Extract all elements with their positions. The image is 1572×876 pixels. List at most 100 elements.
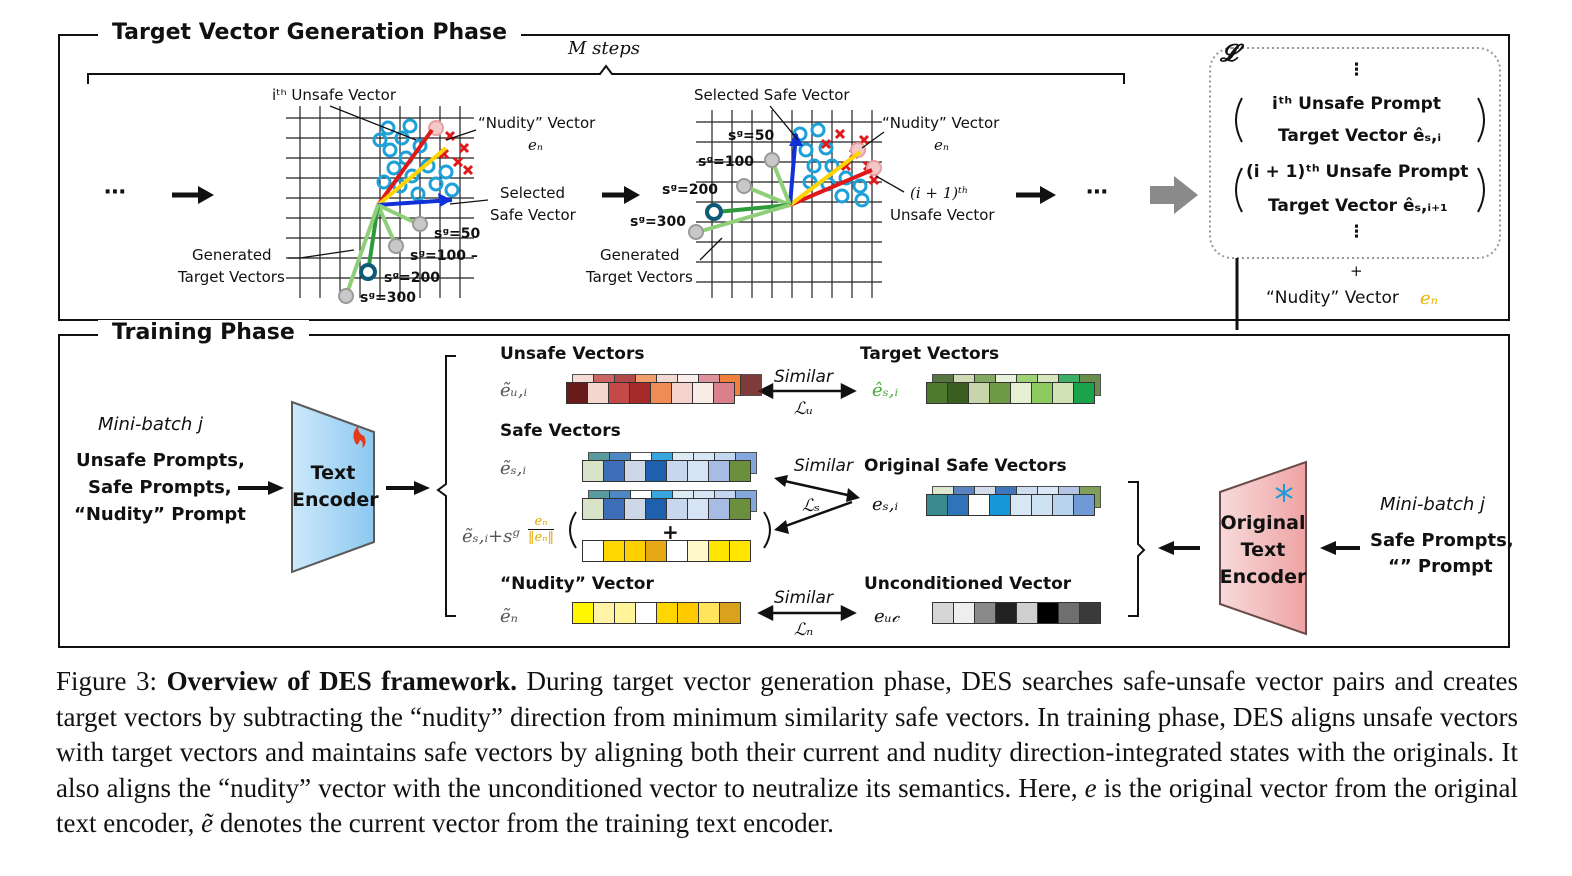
stage-arrow-1 (172, 186, 214, 204)
arrow-orig-encoder-to-brace (1158, 541, 1200, 555)
target-cells-front-cell (926, 382, 948, 404)
safe-vector-symbol: ẽₛ,ᵢ (500, 458, 527, 479)
shift-fraction: eₙ ‖eₙ‖ (528, 514, 554, 545)
fire-icon (353, 426, 366, 448)
safe-cells-front-cell (624, 460, 646, 482)
unsafe-cells-front-cell (713, 382, 735, 404)
paren-r1 (1477, 97, 1485, 143)
dataset-vdots-top: ⋮ (1348, 60, 1365, 80)
nudity-vector-label-2: “Nudity” Vector (882, 114, 1000, 132)
safe-cells-front-cell (603, 460, 625, 482)
dataset-nudity-symbol: eₙ (1420, 288, 1438, 309)
sg200-label-1: sᵍ=200 (384, 270, 440, 286)
target-cells-front-cell (1073, 382, 1095, 404)
dataset-box (1209, 47, 1501, 259)
unsafe-vector-symbol: ẽᵤ,ᵢ (500, 380, 528, 401)
original-encoder-line2: Text (1240, 539, 1286, 561)
frac-numerator: eₙ (528, 514, 554, 530)
minibatch-right: Mini-batch j (1380, 494, 1485, 515)
figure-caption: Figure 3: Overview of DES framework. Dur… (56, 664, 1518, 842)
frac-denominator: ‖eₙ‖ (528, 530, 554, 545)
safe-cells-front-cell (645, 460, 667, 482)
m-steps-brace (87, 64, 1125, 84)
dataset-row1a: iᵗʰ Unsafe Prompt (1272, 94, 1441, 114)
unsafe-cells-front-cell (692, 382, 714, 404)
nudity-cells-cell (593, 602, 615, 624)
vectors-1 (344, 128, 453, 297)
orig-safe-cells-front-cell (968, 494, 990, 516)
nudity-vector-title: “Nudity” Vector (500, 574, 654, 594)
safe-arrowhead-1 (438, 193, 452, 207)
uc-cells-cell (932, 602, 954, 624)
input-empty-prompt-right: “” Prompt (1388, 556, 1493, 577)
pointer-lines-2 (699, 105, 905, 261)
target-vector-generation-panel (58, 34, 1510, 321)
text-encoder-line2: Encoder (292, 489, 379, 511)
paren-r2 (1477, 167, 1485, 213)
uc-cells-cell (1016, 602, 1038, 624)
shift-paren-right (763, 511, 771, 549)
sg200-label-2: sᵍ=200 (662, 182, 718, 198)
direction-cells-cell (603, 540, 625, 562)
unsafe-cells-front-cell (650, 382, 672, 404)
uc-cells-cell (953, 602, 975, 624)
original-encoder-label: Original Text Encoder (1218, 510, 1308, 591)
similar-label-u: Similar (774, 367, 833, 387)
caption-bold: Overview of DES framework. (166, 666, 517, 696)
direction-cells-cell (582, 540, 604, 562)
target-points-1 (338, 216, 428, 304)
nudity-cells-cell (698, 602, 720, 624)
nudity-vector-label-1: “Nudity” Vector (478, 114, 596, 132)
text-encoder-shape (291, 400, 375, 574)
shift-paren-left (569, 511, 577, 549)
sg50-label-1: sᵍ=50 (434, 226, 481, 242)
generated-label-2: Generated (600, 246, 680, 264)
stage-arrow-3 (1016, 186, 1056, 204)
uc-cells (932, 602, 1101, 624)
right-brace (1128, 481, 1146, 617)
similar-arrow-u (757, 382, 857, 400)
arrow-encoder-to-brace (386, 481, 430, 495)
target-cells-front-cell (947, 382, 969, 404)
dataset-row2b: Target Vector êₛ,ᵢ₊₁ (1268, 196, 1448, 216)
unsafe-cells-front-cell (671, 382, 693, 404)
orig-safe-cells-front-cell (1052, 494, 1074, 516)
caption-e-symbol: e (1084, 772, 1097, 803)
target-vectors-title: Target Vectors (860, 344, 1000, 364)
input-unsafe-prompts: Unsafe Prompts, (76, 450, 245, 471)
selected-safe-label-1b: Safe Vector (490, 206, 576, 224)
arrow-inputs-to-encoder (238, 481, 284, 495)
direction-cells-cell (687, 540, 709, 562)
text-encoder-label: Text Encoder (292, 460, 379, 514)
similar-arrow-s (779, 478, 853, 530)
safe-arrowhead-2 (789, 132, 803, 146)
minibatch-left: Mini-batch j (98, 414, 203, 435)
orig-safe-cells-front-cell (1031, 494, 1053, 516)
shifted-cells-front-cell (645, 498, 667, 520)
stage-arrow-2 (602, 186, 640, 204)
unsafe-cells-front-cell (608, 382, 630, 404)
training-phase-panel (58, 334, 1510, 648)
similar-arrow-n (757, 604, 857, 622)
nudity-cells-cell (635, 602, 657, 624)
stage-arrow-gray (1150, 176, 1198, 214)
similar-label-n: Similar (774, 588, 833, 608)
shifted-cells-front-cell (708, 498, 730, 520)
unconditioned-title: Unconditioned Vector (864, 574, 1072, 594)
paren-l2 (1235, 167, 1243, 213)
unsafe-cells-back-cell (740, 374, 762, 396)
safe-cells-front-cell (729, 460, 751, 482)
orig-safe-cells-front-cell (1073, 494, 1095, 516)
shifted-cells-front-cell (666, 498, 688, 520)
target-cells-front-cell (968, 382, 990, 404)
arrow-inputs-to-orig-encoder (1320, 541, 1360, 555)
caption-mid: is the original vector from the original… (56, 772, 1518, 839)
direction-cells (582, 540, 751, 562)
nudity-cells-cell (677, 602, 699, 624)
dataset-vdots-bottom: ⋮ (1348, 222, 1365, 242)
similar-label-s: Similar (794, 456, 853, 476)
original-encoder-shape (1219, 460, 1307, 636)
unsafe-cells-front (566, 382, 735, 404)
ellipsis-right: ⋯ (1086, 180, 1108, 205)
direction-cells-cell (729, 540, 751, 562)
